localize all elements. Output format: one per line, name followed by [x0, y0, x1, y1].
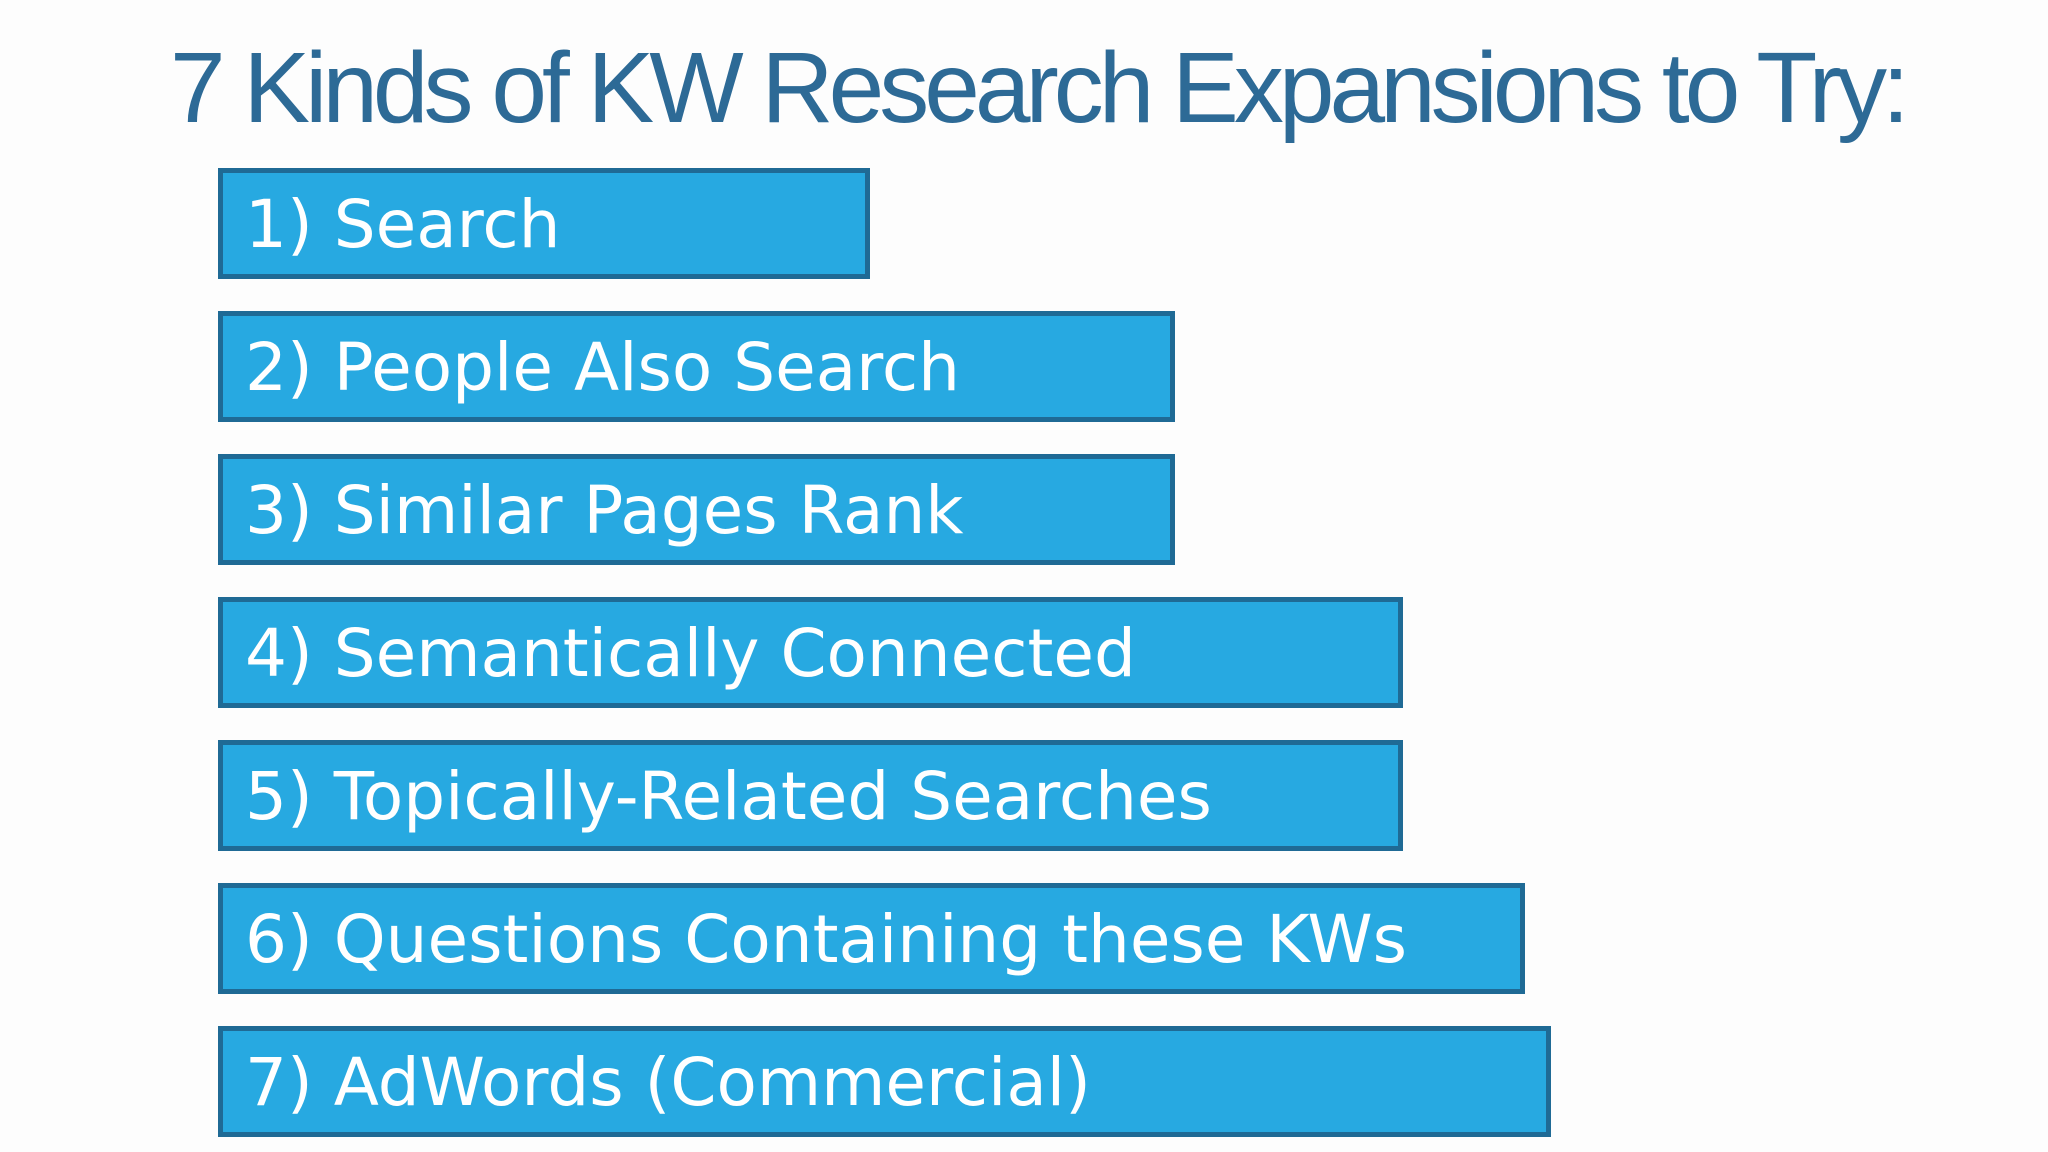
list-item-semantically-connected: 4) Semantically Connected	[218, 597, 1403, 708]
list-item-questions-containing-kws: 6) Questions Containing these KWs	[218, 883, 1525, 994]
list-item-label: 7) AdWords (Commercial)	[245, 1044, 1091, 1121]
slide-title: 7 Kinds of KW Research Expansions to Try…	[170, 32, 1910, 144]
list-item-label: 1) Search	[245, 186, 561, 263]
list-item-people-also-search: 2) People Also Search	[218, 311, 1175, 422]
list-item-label: 2) People Also Search	[245, 329, 960, 406]
list-item-topically-related-searches: 5) Topically-Related Searches	[218, 740, 1403, 851]
list-item-label: 6) Questions Containing these KWs	[245, 901, 1407, 978]
list-item-similar-pages-rank: 3) Similar Pages Rank	[218, 454, 1175, 565]
list-item-label: 5) Topically-Related Searches	[245, 758, 1212, 835]
list-item-search: 1) Search	[218, 168, 870, 279]
list-item-adwords-commercial: 7) AdWords (Commercial)	[218, 1026, 1551, 1137]
list-item-label: 4) Semantically Connected	[245, 615, 1136, 692]
list-item-label: 3) Similar Pages Rank	[245, 472, 964, 549]
